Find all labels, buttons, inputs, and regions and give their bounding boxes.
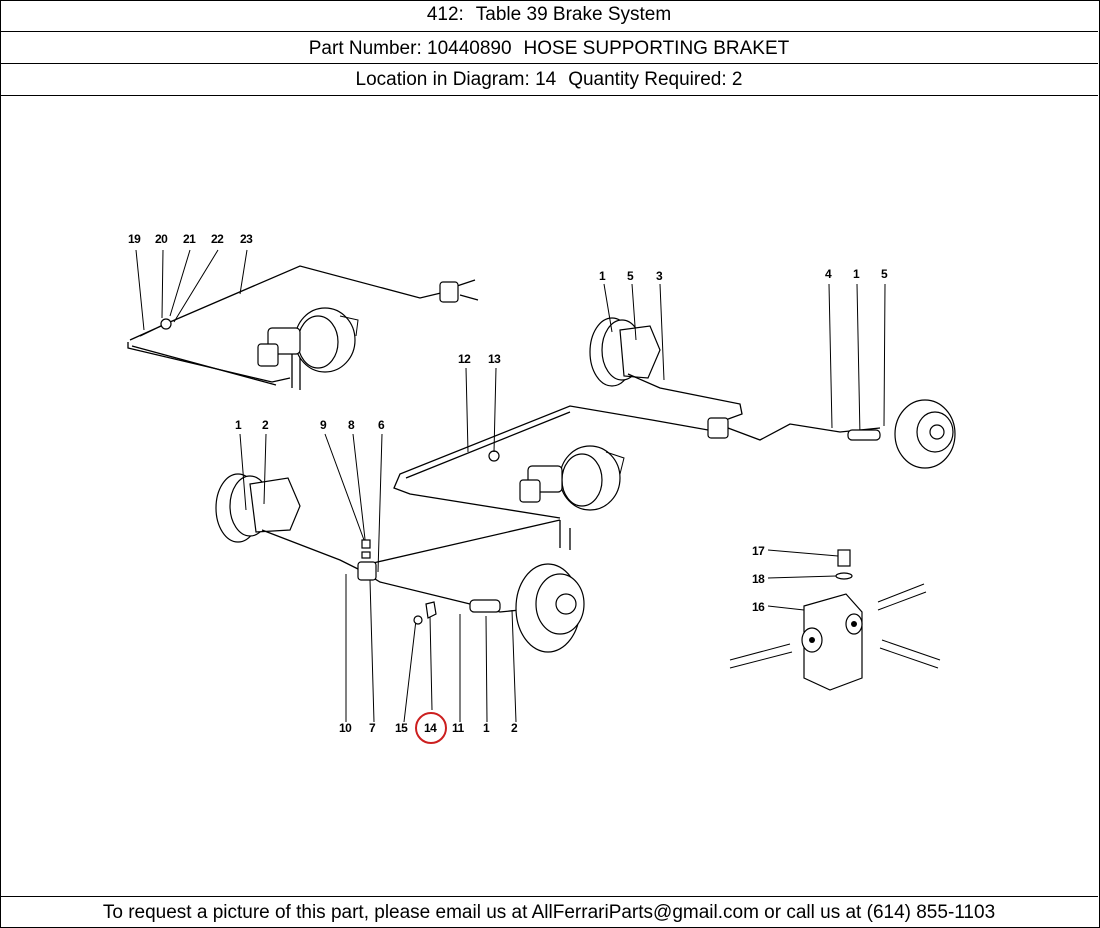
center-master-cylinder bbox=[465, 367, 625, 511]
callout-12: 12 bbox=[458, 352, 471, 366]
right-front-brake bbox=[345, 563, 585, 723]
location-in-diagram: Location in Diagram: 14 bbox=[355, 69, 557, 90]
callouts: 19 20 21 22 23 1 5 3 4 1 5 12 13 1 2 9 8… bbox=[128, 232, 889, 735]
callout-21: 21 bbox=[183, 232, 196, 246]
part-number-row: Part Number: 10440890 HOSE SUPPORTING BRA… bbox=[0, 32, 1098, 64]
table-number: 412: bbox=[426, 4, 464, 25]
callout-1b: 1 bbox=[853, 267, 860, 281]
location-row: Location in Diagram: 14 Quantity Required… bbox=[0, 64, 1098, 96]
highlight-circle bbox=[415, 712, 447, 744]
callout-23: 23 bbox=[240, 232, 253, 246]
part-name: HOSE SUPPORTING BRAKET bbox=[523, 38, 790, 59]
left-front-brake bbox=[215, 433, 561, 613]
callout-15: 15 bbox=[395, 721, 408, 735]
callout-1d: 1 bbox=[483, 721, 490, 735]
callout-5a: 5 bbox=[627, 269, 634, 283]
callout-9: 9 bbox=[320, 418, 327, 432]
callout-3: 3 bbox=[656, 269, 663, 283]
callout-13: 13 bbox=[488, 352, 501, 366]
callout-11: 11 bbox=[452, 721, 465, 735]
valve-detail bbox=[729, 549, 941, 691]
callout-1c: 1 bbox=[235, 418, 242, 432]
callout-2a: 2 bbox=[262, 418, 269, 432]
callout-19: 19 bbox=[128, 232, 141, 246]
callout-4: 4 bbox=[825, 267, 832, 281]
callout-20: 20 bbox=[155, 232, 168, 246]
brake-system-diagram: 19 20 21 22 23 1 5 3 4 1 5 12 13 1 2 9 8… bbox=[127, 232, 956, 744]
callout-17: 17 bbox=[752, 544, 765, 558]
callout-5b: 5 bbox=[881, 267, 888, 281]
table-title: Table 39 Brake System bbox=[475, 4, 672, 25]
callout-16: 16 bbox=[752, 600, 765, 614]
top-right-assembly bbox=[393, 283, 956, 550]
quantity-required: Quantity Required: 2 bbox=[568, 69, 743, 90]
callout-22: 22 bbox=[211, 232, 224, 246]
callout-10: 10 bbox=[339, 721, 352, 735]
top-left-assembly bbox=[127, 249, 479, 390]
callout-18: 18 bbox=[752, 572, 765, 586]
part-number: Part Number: 10440890 bbox=[308, 38, 512, 59]
callout-14: 14 bbox=[424, 721, 437, 735]
table-title-row: 412: Table 39 Brake System bbox=[0, 0, 1098, 32]
callout-7: 7 bbox=[369, 721, 376, 735]
callout-1a: 1 bbox=[599, 269, 606, 283]
callout-6: 6 bbox=[378, 418, 385, 432]
footer-contact: To request a picture of this part, pleas… bbox=[0, 896, 1098, 927]
callout-2b: 2 bbox=[511, 721, 518, 735]
callout-8: 8 bbox=[348, 418, 355, 432]
